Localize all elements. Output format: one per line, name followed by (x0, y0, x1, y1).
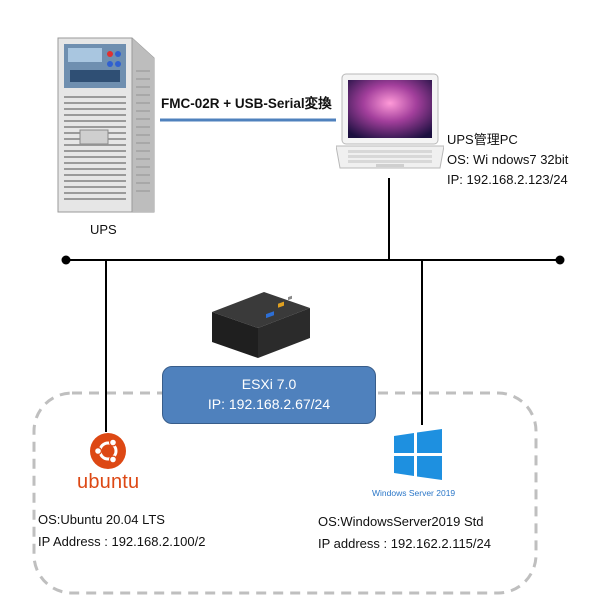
ubuntu-ip: IP Address : 192.168.2.100/2 (38, 534, 206, 549)
laptop-icon (336, 73, 444, 169)
windows-ip: IP address : 192.162.2.115/24 (318, 536, 491, 551)
mini-pc-icon (212, 292, 310, 358)
ups-unit-icon (57, 37, 155, 213)
ups-label: UPS (90, 222, 117, 237)
ups-pc-os: OS: Wi ndows7 32bit (447, 152, 569, 167)
esxi-host-box: ESXi 7.0 IP: 192.168.2.67/24 (162, 366, 376, 424)
ups-pc-ip: IP: 192.168.2.123/24 (447, 172, 568, 187)
ups-pc-info: UPS管理PC OS: Wi ndows7 32bit IP: 192.168.… (447, 130, 568, 190)
ubuntu-vm-info: OS:Ubuntu 20.04 LTS IP Address : 192.168… (38, 509, 205, 553)
ubuntu-wordmark: ubuntu (77, 471, 140, 493)
ubuntu-os: OS:Ubuntu 20.04 LTS (38, 512, 165, 527)
windows-logo-icon (394, 429, 442, 480)
ubuntu-logo-icon (90, 433, 126, 469)
windows-os: OS:WindowsServer2019 Std (318, 514, 484, 529)
windows-vm-info: OS:WindowsServer2019 Std IP address : 19… (318, 511, 491, 555)
bus-end-right (555, 255, 565, 265)
ups-pc-title: UPS管理PC (447, 132, 518, 147)
bus-end-left (61, 255, 71, 265)
cable-label: FMC-02R + USB-Serial変換 (161, 96, 332, 111)
esxi-name: ESXi 7.0 (241, 376, 297, 392)
windows-wordmark: Windows Server 2019 (372, 488, 456, 498)
esxi-ip: IP: 192.168.2.67/24 (207, 396, 331, 412)
